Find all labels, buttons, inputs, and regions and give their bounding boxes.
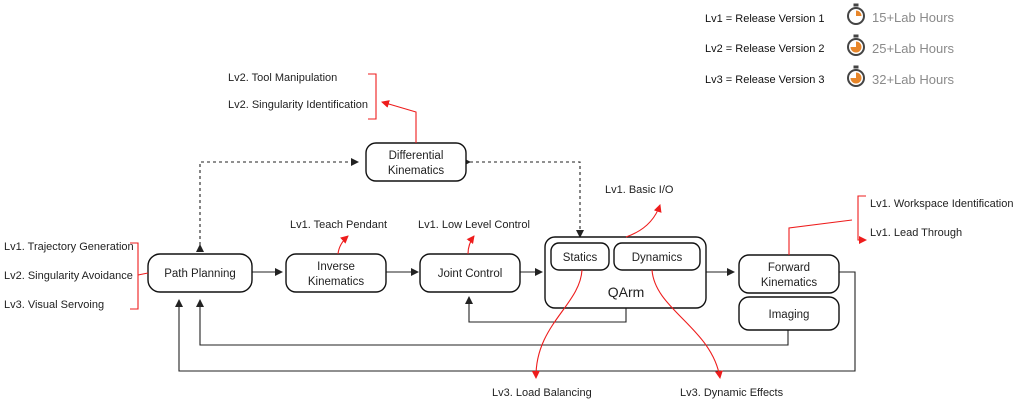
node-label: Differential <box>389 150 444 162</box>
node-label: Kinematics <box>761 277 817 289</box>
legend: Lv1 = Release Version 1 Lv2 = Release Ve… <box>705 3 955 87</box>
red-arrow-statics <box>531 269 583 379</box>
label-teach-pendant: Lv1. Teach Pendant <box>290 219 387 231</box>
bracket-differential <box>368 73 377 120</box>
label-tool-manipulation: Lv2. Tool Manipulation <box>228 72 337 84</box>
legend-hours-2: 25+Lab Hours <box>872 41 955 56</box>
arrow-forward-to-path <box>175 271 856 372</box>
label-singularity-identification: Lv2. Singularity Identification <box>228 99 368 111</box>
red-arrow-dynamics <box>651 269 723 379</box>
node-label: Imaging <box>769 309 810 321</box>
red-line-path-planning <box>137 272 149 276</box>
label-visual-servoing: Lv3. Visual Servoing <box>4 299 104 311</box>
node-path-planning: Path Planning <box>147 253 253 293</box>
stopwatch-icon <box>847 3 865 25</box>
node-label: Statics <box>563 252 598 264</box>
bracket-path-planning <box>130 242 139 310</box>
stopwatch-icon <box>847 34 865 56</box>
node-imaging: Imaging <box>738 296 840 331</box>
node-label: Forward <box>768 262 810 274</box>
bracket-forward <box>857 195 867 244</box>
node-differential-kinematics: Differential Kinematics <box>365 142 467 182</box>
legend-hours-1: 15+Lab Hours <box>872 10 955 25</box>
legend-text-1: Lv1 = Release Version 1 <box>705 13 825 25</box>
node-forward-kinematics: Forward Kinematics <box>738 254 840 294</box>
stopwatch-icon <box>847 65 865 87</box>
label-trajectory-generation: Lv1. Trajectory Generation <box>4 241 134 253</box>
label-workspace-identification: Lv1. Workspace Identification <box>870 198 1013 210</box>
node-label: Kinematics <box>388 165 444 177</box>
node-label: Joint Control <box>438 268 503 280</box>
annotations: Lv2. Tool Manipulation Lv2. Singularity … <box>4 72 1013 399</box>
label-load-balancing: Lv3. Load Balancing <box>492 387 592 399</box>
label-low-level-control: Lv1. Low Level Control <box>418 219 530 231</box>
node-label: Dynamics <box>632 252 683 264</box>
legend-hours-3: 32+Lab Hours <box>872 72 955 87</box>
node-label: Path Planning <box>164 268 236 280</box>
node-dynamics: Dynamics <box>613 242 701 271</box>
node-inverse-kinematics: Inverse Kinematics <box>285 253 387 293</box>
label-basic-io: Lv1. Basic I/O <box>605 184 674 196</box>
red-arrow-joint-control <box>466 235 475 255</box>
red-arrow-qarm <box>625 204 662 238</box>
label-dynamic-effects: Lv3. Dynamic Effects <box>680 387 784 399</box>
label-singularity-avoidance: Lv2. Singularity Avoidance <box>4 270 133 282</box>
node-label: Kinematics <box>308 276 364 288</box>
node-label: Inverse <box>317 261 355 273</box>
legend-text-2: Lv2 = Release Version 2 <box>705 43 825 55</box>
node-label: QArm <box>608 284 645 300</box>
connectors <box>175 158 856 372</box>
node-statics: Statics <box>550 242 610 271</box>
legend-text-3: Lv3 = Release Version 3 <box>705 74 825 86</box>
dashed-path-to-differential <box>196 158 359 252</box>
red-line-forward <box>788 219 853 255</box>
red-arrow-inverse <box>337 235 349 255</box>
arrow-qarm-to-joint <box>465 296 627 323</box>
arrow-imaging-to-path <box>196 299 789 346</box>
node-joint-control: Joint Control <box>419 253 521 293</box>
label-lead-through: Lv1. Lead Through <box>870 227 962 239</box>
red-arrow-differential <box>381 100 417 143</box>
dashed-differential-to-qarm <box>463 158 584 238</box>
